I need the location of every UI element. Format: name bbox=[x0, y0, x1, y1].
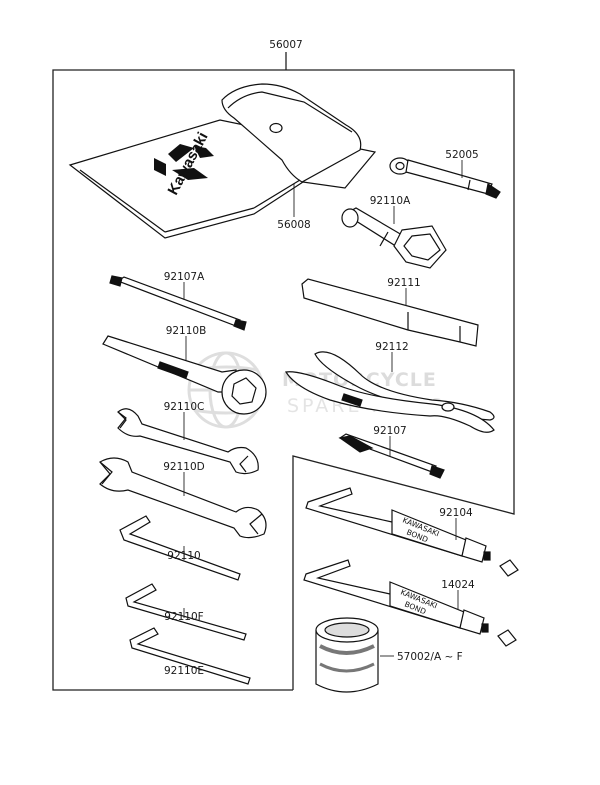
bond-tube-14024 bbox=[303, 559, 517, 647]
screwdriver-handle-52005 bbox=[389, 157, 501, 199]
label-92112: 92112 bbox=[375, 341, 408, 353]
label-57002: 57002/A ~ F bbox=[397, 651, 463, 663]
screwdriver-grip-92111 bbox=[301, 278, 479, 347]
label-92110A: 92110A bbox=[370, 195, 411, 207]
leader-lines bbox=[183, 160, 463, 657]
hex-key-92110E bbox=[129, 627, 251, 685]
label-92111: 92111 bbox=[387, 277, 420, 289]
label-92107A: 92107A bbox=[164, 271, 205, 283]
screwdriver-shaft-92107A bbox=[109, 275, 247, 331]
label-92107: 92107 bbox=[373, 425, 406, 437]
label-52005: 52005 bbox=[445, 149, 478, 161]
tool-pouch-56008 bbox=[68, 83, 377, 239]
label-92110D: 92110D bbox=[163, 461, 205, 473]
container-57002 bbox=[315, 617, 379, 693]
part-labels: 56007 56008 52005 92110A 92107A 92111 92… bbox=[163, 39, 478, 677]
label-56007: 56007 bbox=[269, 39, 302, 51]
hex-key-92110 bbox=[119, 515, 241, 581]
pliers-92112 bbox=[285, 351, 495, 433]
label-92110B: 92110B bbox=[166, 325, 207, 337]
label-92110C: 92110C bbox=[164, 401, 205, 413]
label-92104: 92104 bbox=[439, 507, 473, 519]
screwdriver-bit-92107 bbox=[338, 433, 445, 479]
assembly-frame bbox=[52, 52, 515, 691]
label-56008: 56008 bbox=[277, 219, 310, 231]
label-14024: 14024 bbox=[441, 579, 475, 591]
hex-key-92110F bbox=[125, 583, 247, 641]
bond-tube-92104 bbox=[305, 487, 519, 577]
label-92110: 92110 bbox=[167, 550, 200, 562]
label-92110E: 92110E bbox=[164, 665, 204, 677]
ring-spanner-92110B bbox=[102, 335, 267, 415]
label-92110F: 92110F bbox=[164, 611, 203, 623]
open-end-spanner-92110D bbox=[99, 457, 267, 539]
box-spanner-92110A bbox=[341, 207, 447, 269]
open-end-spanner-92110C bbox=[117, 408, 259, 475]
